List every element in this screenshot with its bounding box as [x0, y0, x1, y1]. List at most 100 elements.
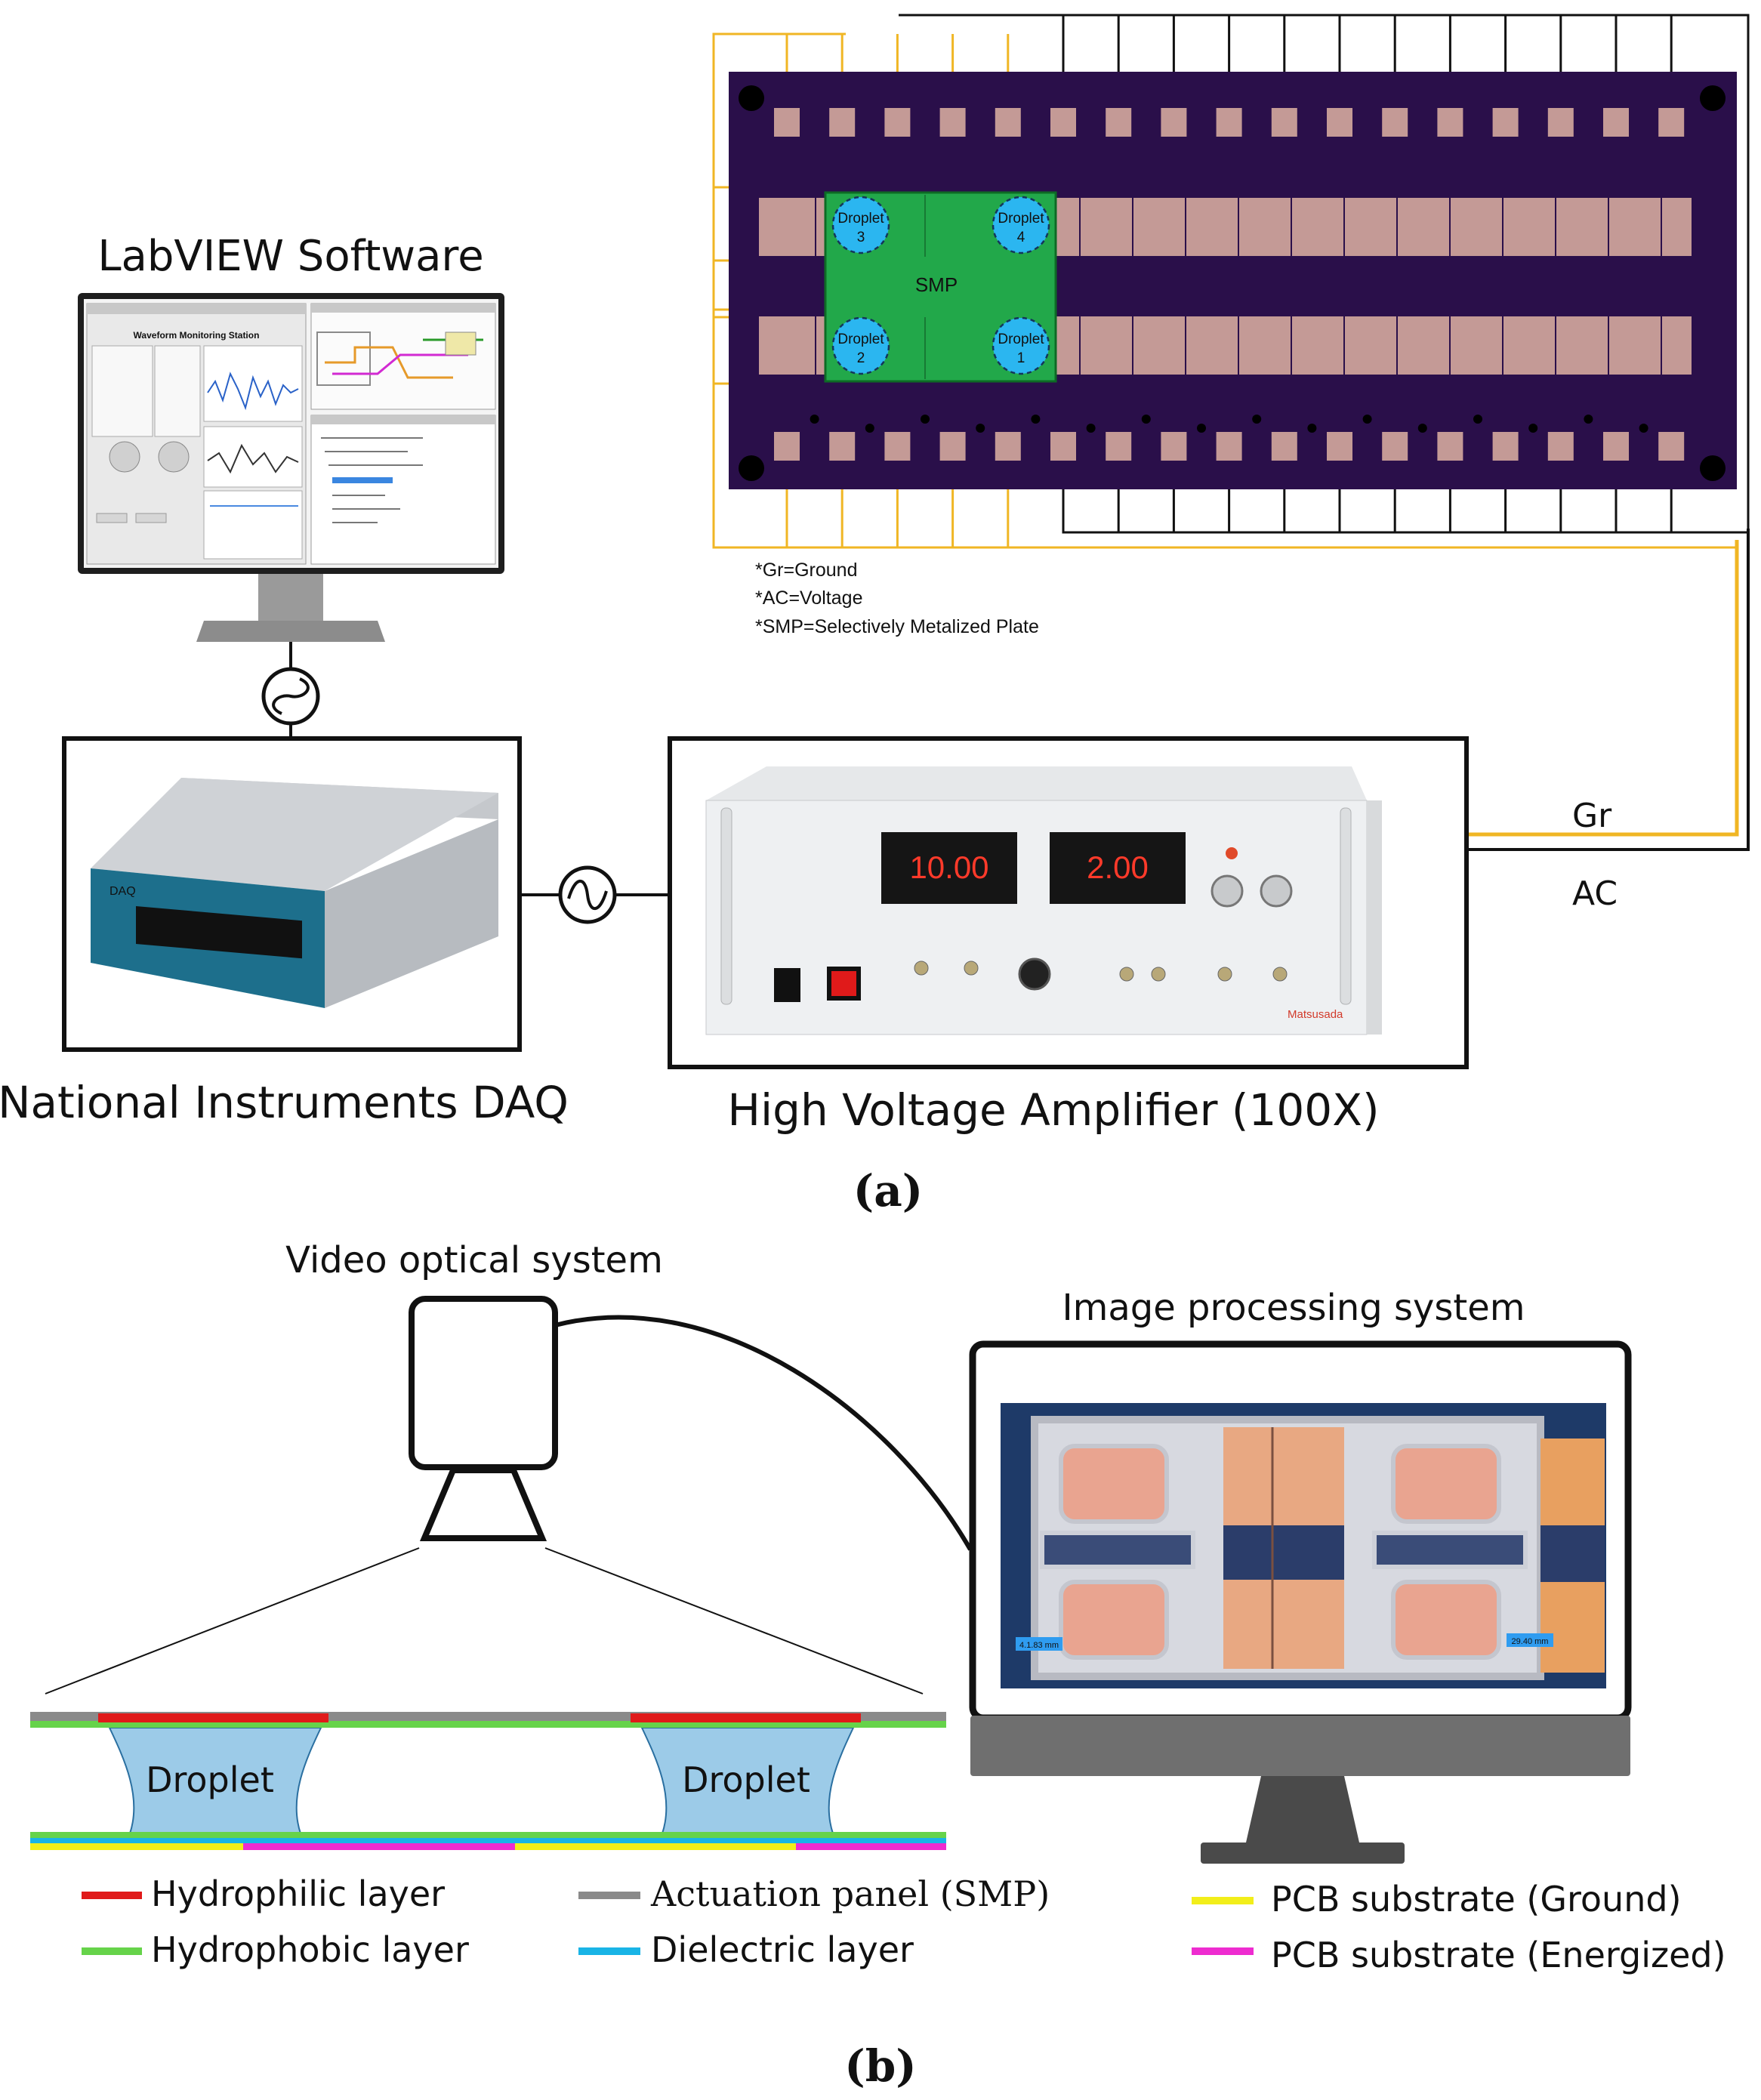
contact-pad — [995, 432, 1021, 461]
pcb-energized-segment — [796, 1843, 946, 1850]
labview-block-diagram — [310, 303, 496, 410]
svg-text:DAQ: DAQ — [109, 885, 136, 898]
note-ac: *AC=Voltage — [755, 587, 862, 609]
amp-connector — [1018, 957, 1051, 991]
via-dots — [810, 415, 1648, 433]
contact-pad — [1327, 108, 1352, 137]
contact-pad — [1271, 432, 1297, 461]
contact-pad — [1106, 108, 1132, 137]
legend: Hydrophilic layer Hydrophobic layer Actu… — [82, 1873, 1726, 1975]
via-dot — [1252, 415, 1262, 424]
bottom-pad-row — [774, 432, 1685, 461]
legend-hydrophilic: Hydrophilic layer — [151, 1873, 445, 1914]
pcb-board-diagram: SMP Droplet 3 Droplet 4 Droplet 2 Drople… — [712, 14, 1750, 637]
wire-ac-label: AC — [1572, 874, 1618, 913]
labview-title: LabVIEW Software — [97, 232, 483, 281]
legend-pcb-ground: PCB substrate (Ground) — [1271, 1879, 1682, 1920]
labview-daq-connection — [261, 642, 320, 739]
video-system-title: Video optical system — [285, 1239, 663, 1281]
contact-pad — [1216, 108, 1242, 137]
dielectric-layer — [30, 1838, 946, 1843]
via-dot — [865, 424, 874, 433]
pcb-ground-segment — [515, 1843, 796, 1850]
svg-text:1: 1 — [1017, 350, 1025, 366]
contact-pad — [1216, 432, 1242, 461]
via-dot — [1031, 415, 1041, 424]
droplet-3: Droplet 3 — [831, 196, 890, 254]
scale-box-left — [1016, 1637, 1062, 1651]
droplet-2: Droplet 2 — [831, 316, 890, 375]
contact-pad — [1050, 108, 1076, 137]
legend-pcb-energized: PCB substrate (Energized) — [1271, 1935, 1726, 1975]
contact-pad — [1050, 432, 1076, 461]
monitor-neck — [258, 574, 323, 621]
contact-pad — [1658, 108, 1685, 137]
pcb-ground-segment — [30, 1843, 243, 1850]
contact-pad — [774, 432, 800, 461]
camera-icon — [45, 1296, 973, 1694]
svg-text:4: 4 — [1017, 230, 1025, 245]
svg-text:3: 3 — [857, 230, 865, 245]
legend-smp: Actuation panel (SMP) — [650, 1873, 1050, 1914]
droplet-text-right: Droplet — [682, 1759, 810, 1800]
power-switch — [774, 968, 800, 1002]
labview-monitor: LabVIEW Software Waveform Monitoring Sta… — [78, 232, 504, 642]
hydrophobic-layer-top — [30, 1721, 946, 1728]
monitor-base — [196, 621, 385, 642]
hydrophilic-patch — [98, 1713, 328, 1722]
note-smp: *SMP=Selectively Metalized Plate — [755, 616, 1039, 637]
contact-pad — [829, 108, 856, 137]
daq-amp-connection — [520, 865, 670, 924]
contact-pad — [995, 108, 1021, 137]
voltage-readout: 10.00 — [909, 850, 988, 885]
contact-pad — [774, 108, 800, 137]
monitor-stand — [1246, 1776, 1359, 1843]
scale-text-right: 29.40 mm — [1512, 1637, 1549, 1646]
voltage-bus — [899, 14, 1750, 529]
contact-pad — [884, 108, 911, 137]
via-dot — [1417, 424, 1427, 433]
contact-pad — [1271, 108, 1297, 137]
image-processing-monitor: 4.1.83 mm 29.40 mm — [969, 1340, 1632, 1864]
contact-pad — [1327, 432, 1352, 461]
contact-pad — [1492, 108, 1519, 137]
current-display — [1050, 832, 1186, 904]
via-dot — [1584, 415, 1593, 424]
mount-hole — [739, 455, 764, 481]
contact-pad — [1382, 108, 1408, 137]
via-dot — [1086, 424, 1096, 433]
scale-box-right — [1507, 1633, 1553, 1647]
top-pad-row — [774, 108, 1685, 137]
contact-pad — [1603, 432, 1629, 461]
via-dot — [1362, 415, 1372, 424]
high-voltage-amplifier: 10.00 2.00 Matsusada — [668, 736, 1469, 1069]
contact-pad — [1437, 108, 1463, 137]
svg-text:Droplet: Droplet — [837, 331, 884, 347]
svg-text:Droplet: Droplet — [837, 211, 884, 227]
via-dot — [921, 415, 930, 424]
smp-label: SMP — [915, 273, 958, 296]
panel-a-label: (a) — [853, 1165, 923, 1217]
contact-pad — [939, 432, 966, 461]
contact-pad — [1492, 432, 1519, 461]
via-dot — [1307, 424, 1317, 433]
via-dot — [1473, 415, 1482, 424]
contact-pad — [1161, 108, 1187, 137]
contact-pad — [1547, 432, 1574, 461]
mount-hole — [739, 85, 764, 111]
hydrophobic-layer-bottom — [30, 1832, 946, 1838]
image-system-title: Image processing system — [1062, 1287, 1525, 1329]
contact-pad — [1161, 432, 1187, 461]
via-dot — [976, 424, 985, 433]
droplet-text-left: Droplet — [146, 1759, 274, 1800]
contact-pad — [939, 108, 966, 137]
mount-hole — [1700, 455, 1726, 481]
contact-pad — [829, 432, 856, 461]
hydrophilic-patch — [631, 1713, 861, 1722]
panel-b-label: (b) — [844, 2040, 916, 2092]
contact-pad — [1603, 108, 1629, 137]
amp-brand: Matsusada — [1288, 1008, 1343, 1021]
wire-gr-label: Gr — [1572, 797, 1612, 835]
droplet-1: Droplet 1 — [992, 316, 1050, 375]
contact-pad — [1106, 432, 1132, 461]
